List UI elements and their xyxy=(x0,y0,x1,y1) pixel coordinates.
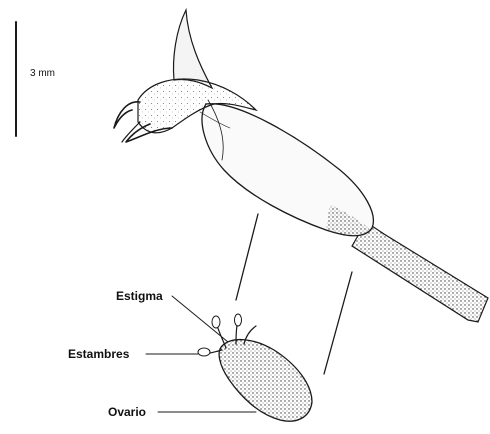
scale-bar: 3 mm xyxy=(16,22,55,136)
label-estambres: Estambres xyxy=(68,347,130,361)
flower-drawing xyxy=(114,10,488,322)
sepal-upper xyxy=(174,10,213,88)
label-ovario: Ovario xyxy=(108,405,146,419)
label-estigma: Estigma xyxy=(116,289,163,303)
pedicel xyxy=(352,222,488,322)
petal-hook-left xyxy=(114,102,140,128)
ovary-shape xyxy=(219,340,312,422)
scale-bar-label: 3 mm xyxy=(30,68,55,79)
ovary-detail xyxy=(198,314,312,421)
